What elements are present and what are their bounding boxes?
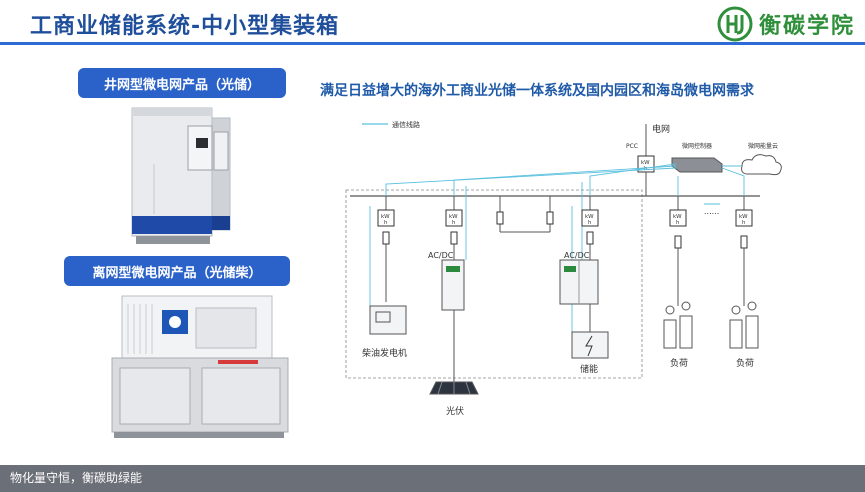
microgrid-controller-icon [671,157,723,173]
pcc-label: PCC [626,143,638,150]
logo-text: 衡碳学院 [758,13,855,39]
meter-pv-kw: kW [449,214,458,220]
off-grid-product-label: 离网型微电网产品（光储柴） [64,256,290,286]
comm-line-legend-label: 通信线路 [392,120,420,129]
load-2-icon [729,301,759,349]
logo-icon [717,6,753,42]
meter-load-1 [669,209,687,227]
pv-panel-icon [429,381,479,395]
meter-load-2-kw: kW [739,214,748,220]
pcc-meter-h: h [644,166,648,172]
cloud-label: 微网能量云 [748,142,778,150]
pcc-meter-kw: kW [641,160,650,166]
header-divider [0,42,865,45]
meter-storage-kw: kW [585,214,594,220]
load-1-label: 负荷 [670,357,688,369]
meter-pv [445,209,463,227]
page-title: 工商业储能系统-中小型集装箱 [30,14,340,39]
controller-label: 微网控制器 [682,142,712,150]
meter-load-2-h: h [742,220,746,226]
battery-icon [571,331,609,359]
pv-inverter-acdc-label: AC/DC [428,251,454,260]
meter-diesel-kw: kW [381,214,390,220]
storage-label: 储能 [580,363,598,375]
diesel-label: 柴油发电机 [362,347,407,359]
meter-load-2 [735,209,753,227]
pv-label: 光伏 [446,405,464,417]
meter-storage [581,209,599,227]
microgrid-system-diagram: 通信线路 电网 PCC kW h 微网控制器 微网能量云 kW h 柴油发电机 … [345,120,782,417]
microgrid-boundary [345,189,643,379]
grid-tied-product-label: 井网型微电网产品（光储） [78,68,286,98]
solution-headline: 满足日益增大的海外工商业光储一体系统及国内园区和海岛微电网需求 [320,83,754,99]
pv-inverter-icon [441,259,465,311]
diesel-generator-icon [369,305,407,335]
more-meters-dots: ...... [704,207,719,216]
grid-tied-cabinet-image [131,107,231,244]
meter-diesel [377,209,395,227]
meter-pv-h: h [452,220,456,226]
meter-load-1-kw: kW [673,214,682,220]
meter-storage-h: h [588,220,592,226]
brand-logo: 衡碳学院 [717,6,855,42]
off-grid-genset-image [111,295,289,438]
cloud-icon [741,154,782,176]
footer-slogan: 物化量守恒，衡碳助绿能 [0,465,865,492]
meter-diesel-h: h [384,220,388,226]
meter-load-1-h: h [676,220,680,226]
grid-label: 电网 [652,123,670,135]
pcs-acdc-label: AC/DC [564,251,590,260]
load-1-icon [663,301,693,349]
load-2-label: 负荷 [736,357,754,369]
